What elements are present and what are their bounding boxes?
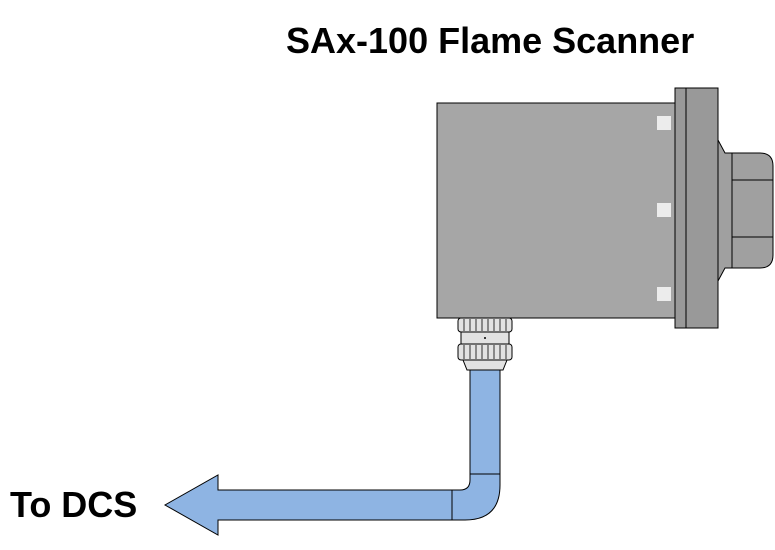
conduit-elbow xyxy=(451,473,501,521)
scanner-housing xyxy=(436,102,681,319)
conduit-vertical xyxy=(469,369,501,475)
indicator-top xyxy=(657,116,671,130)
cable-gland xyxy=(457,317,513,371)
indicator-bottom xyxy=(657,287,671,301)
lens-mount xyxy=(717,139,774,282)
to-dcs-label: To DCS xyxy=(10,484,138,525)
indicator-middle xyxy=(657,203,671,217)
mounting-flange xyxy=(674,87,719,329)
signal-arrow xyxy=(163,474,453,536)
diagram-title: SAx-100 Flame Scanner xyxy=(286,20,695,61)
